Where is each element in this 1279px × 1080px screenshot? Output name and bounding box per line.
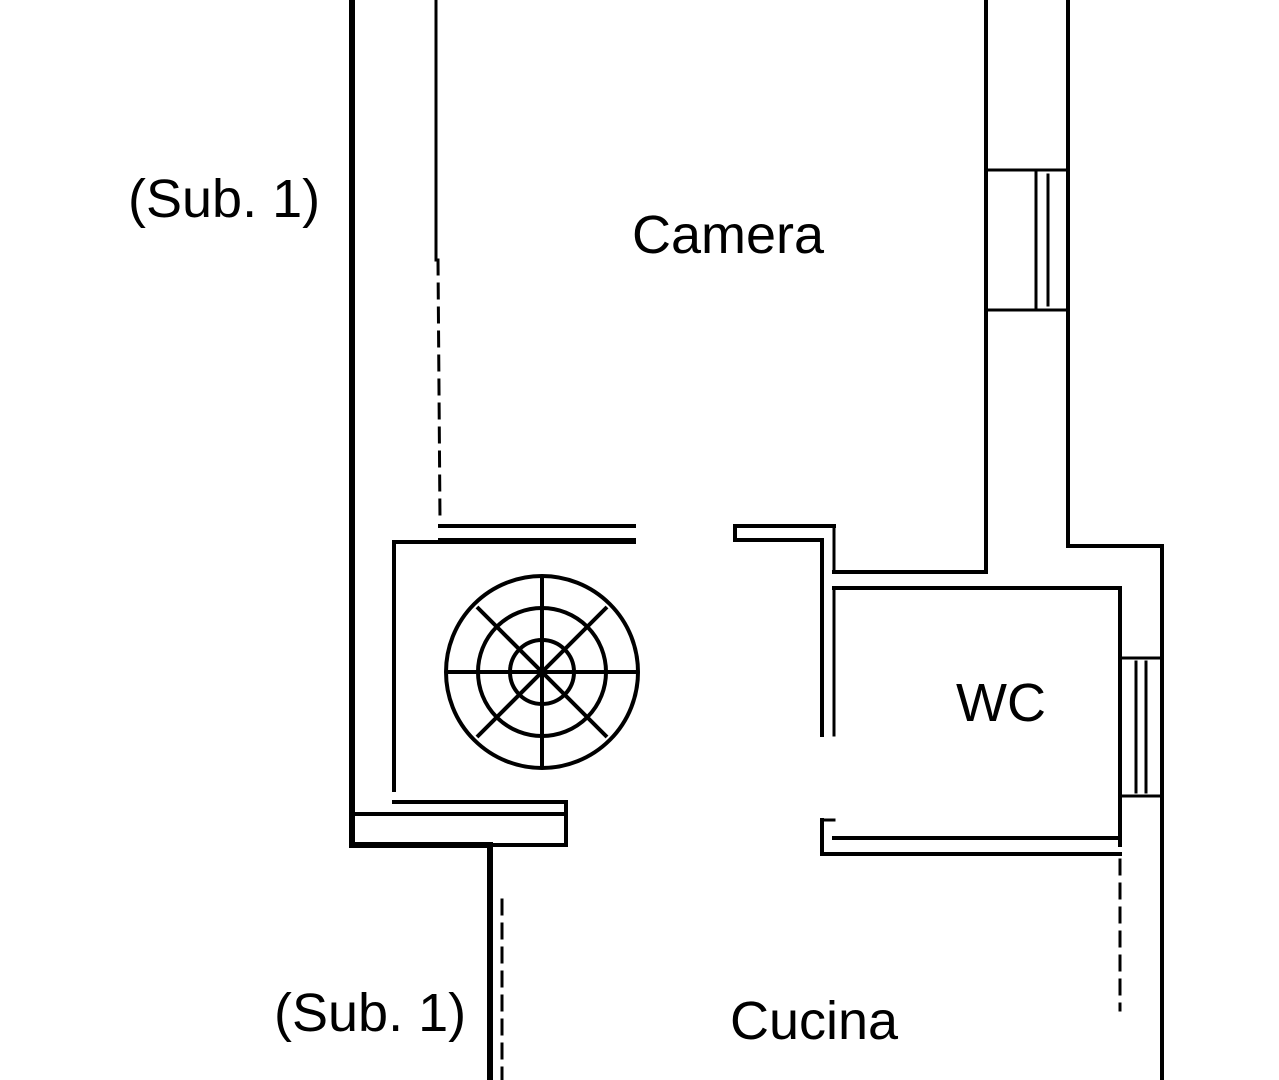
window-wc-right (1118, 656, 1164, 798)
window-camera-right (984, 168, 1070, 312)
label-sub-bottom: (Sub. 1) (274, 983, 467, 1043)
label-wc: WC (956, 673, 1046, 733)
label-camera: Camera (632, 205, 825, 265)
label-sub-top: (Sub. 1) (128, 169, 321, 229)
spiral-stair-symbol (444, 574, 640, 770)
label-cucina: Cucina (730, 991, 899, 1051)
camera-wall-west-dashed (436, 258, 442, 522)
